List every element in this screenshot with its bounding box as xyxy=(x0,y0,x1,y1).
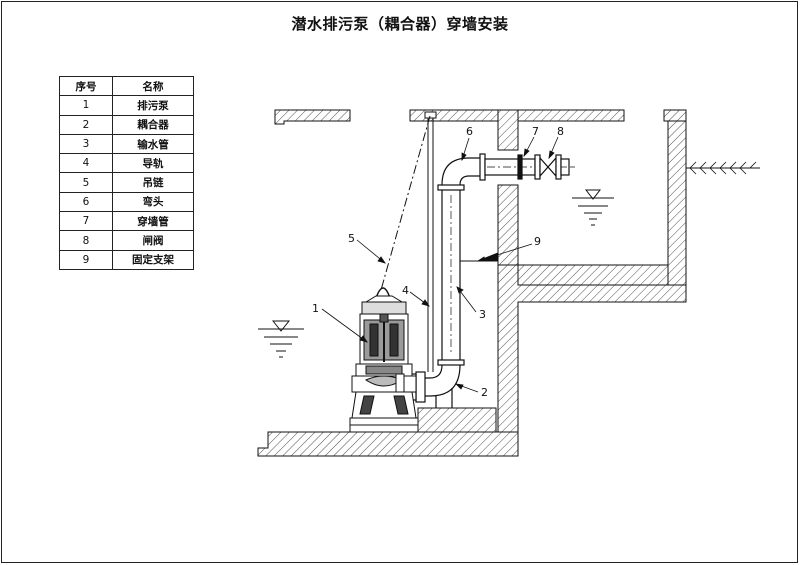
dividing-wall xyxy=(497,109,519,266)
sewage-pump xyxy=(349,287,419,433)
callout-9: 9 xyxy=(534,235,541,248)
callout-2: 2 xyxy=(481,386,488,399)
water-level-tank xyxy=(572,189,614,226)
pit-right-wall xyxy=(497,264,687,433)
pump-lifting-eye xyxy=(375,287,391,299)
callout-5: 5 xyxy=(348,232,355,245)
callout-labels: 1 2 3 4 5 6 7 8 9 xyxy=(312,125,564,399)
tank-floor xyxy=(517,264,669,286)
row-name: 穿墙管 xyxy=(112,211,194,232)
wall-pipe xyxy=(484,154,536,180)
pit-floor xyxy=(257,431,519,457)
drawing-title: 潜水排污泵（耦合器）穿墙安装 xyxy=(291,15,509,33)
guide-rail xyxy=(424,111,437,372)
callout-8: 8 xyxy=(557,125,564,138)
discharge-pipe xyxy=(437,184,465,366)
gate-valve xyxy=(534,154,575,180)
top-slab-center xyxy=(409,109,499,122)
callouts xyxy=(321,136,559,393)
concrete-structure xyxy=(257,109,687,457)
row-name: 导轨 xyxy=(112,153,194,174)
ground-line xyxy=(686,161,760,175)
callout-6: 6 xyxy=(466,125,473,138)
water-level-pit xyxy=(258,320,304,358)
callout-3: 3 xyxy=(479,308,486,321)
callout-1: 1 xyxy=(312,302,319,315)
lifting-chain xyxy=(380,115,431,291)
row-name: 固定支架 xyxy=(112,249,194,270)
tank-top-slab xyxy=(517,109,687,122)
tank-right-wall xyxy=(667,120,687,286)
callout-4: 4 xyxy=(402,284,409,297)
top-slab-left xyxy=(274,109,351,125)
row-name: 吊链 xyxy=(112,172,194,193)
callout-7: 7 xyxy=(532,125,539,138)
coupler-plinth xyxy=(417,407,497,433)
fixed-support xyxy=(460,252,499,262)
